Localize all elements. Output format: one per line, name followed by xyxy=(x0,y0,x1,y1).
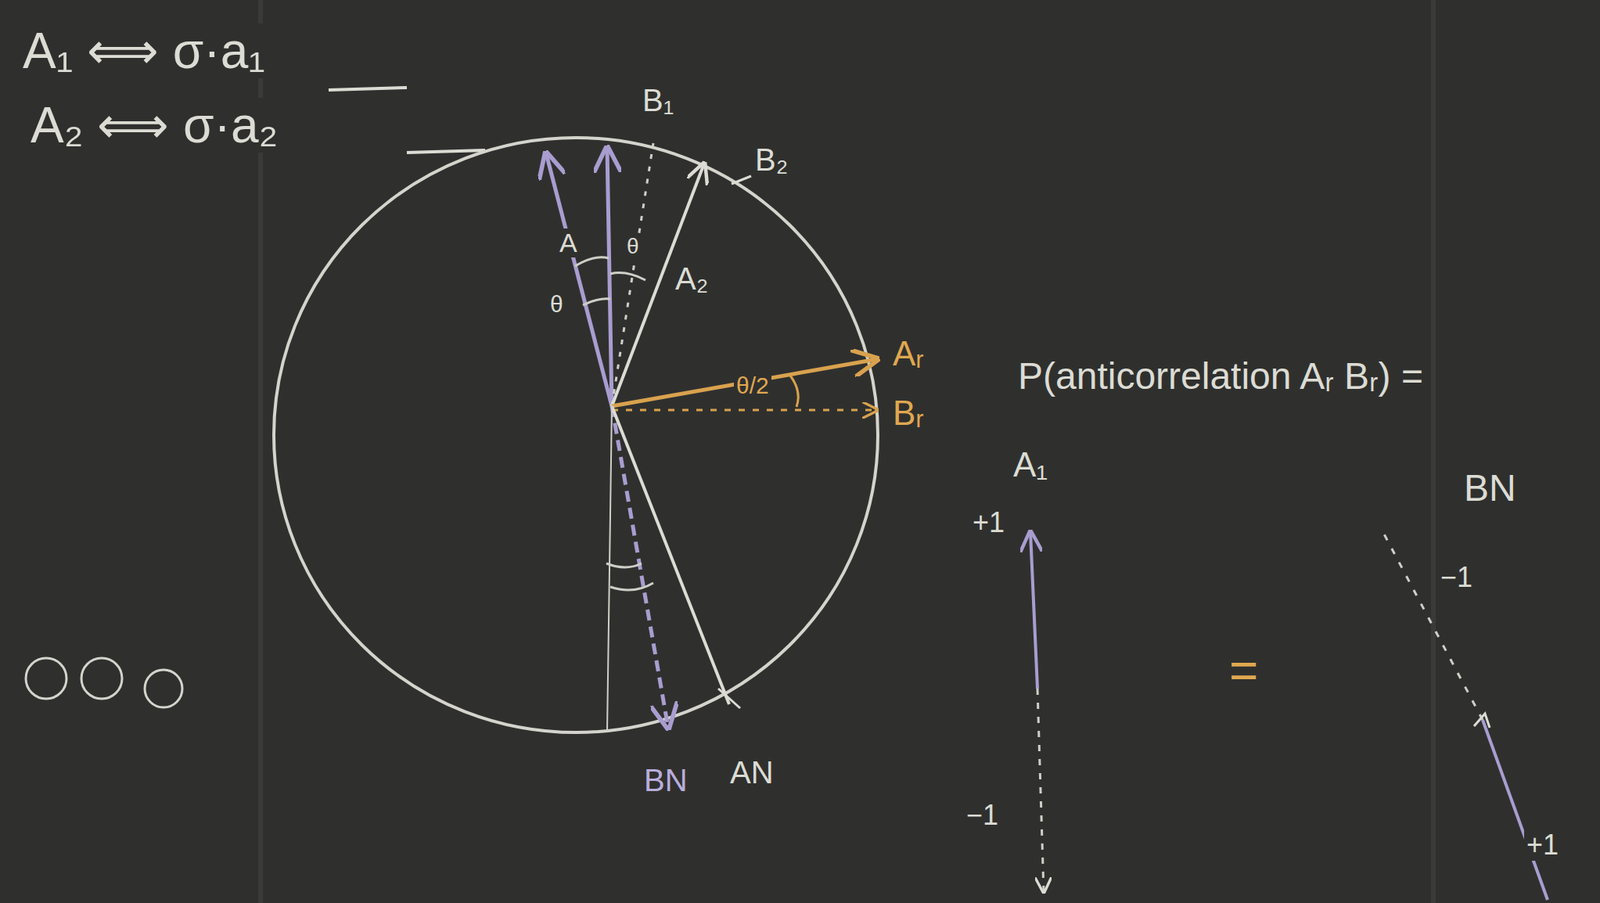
outcome-axis xyxy=(1380,528,1483,720)
axis-label: BN xyxy=(1461,467,1519,510)
angle-label: θ/2 xyxy=(733,372,772,399)
dashed-axis xyxy=(607,406,612,732)
angle-arc xyxy=(790,375,799,407)
angle-arc xyxy=(582,298,611,306)
tick-mark xyxy=(718,688,741,709)
arrow-head xyxy=(1474,713,1490,728)
vector-label: Bᵣ xyxy=(890,394,927,432)
probability-expression: P(anticorrelation Aᵣ Bᵣ) = xyxy=(1015,355,1426,398)
chalk-underline xyxy=(328,87,407,90)
vector-label: B₁ xyxy=(640,82,676,118)
spin-vector xyxy=(607,147,612,407)
outcome-value: +1 xyxy=(1524,829,1561,861)
spin-vector xyxy=(611,359,878,407)
chalk-underline xyxy=(406,150,486,153)
angle-arc xyxy=(610,273,646,281)
vector-label: A₂ xyxy=(672,261,711,296)
outcome-axis xyxy=(1482,719,1548,900)
vector-label: A xyxy=(557,228,580,258)
dashed-axis xyxy=(611,409,878,412)
operator-correspondence: A₂ ⟺ σ·a₂ xyxy=(28,97,281,153)
outcome-value: −1 xyxy=(1438,561,1475,594)
bloch-circle xyxy=(273,137,878,733)
tick-mark xyxy=(731,176,752,184)
angle-label: θ xyxy=(624,234,642,259)
operator-correspondence: A₁ ⟺ σ·a₁ xyxy=(20,23,268,79)
outcome-axis xyxy=(1030,532,1038,689)
board-seam xyxy=(1431,0,1436,903)
outcome-axis xyxy=(1037,688,1044,892)
vector-label: Aᵣ xyxy=(890,334,927,373)
outcome-value: −1 xyxy=(963,799,1001,831)
vector-label: B₂ xyxy=(752,142,791,177)
chalk-circle xyxy=(25,657,67,699)
chalk-circle xyxy=(81,657,123,699)
axis-label: A₁ xyxy=(1010,445,1050,484)
outcome-value: +1 xyxy=(970,506,1007,539)
equals-sign: = xyxy=(1226,643,1261,698)
chalk-circle xyxy=(144,669,183,708)
angle-arc xyxy=(610,582,654,590)
spin-vector xyxy=(546,153,612,407)
vector-label: AN xyxy=(727,755,777,790)
angle-label: θ xyxy=(547,291,566,317)
spin-vector xyxy=(611,406,730,705)
vector-label: BN xyxy=(641,762,691,798)
angle-arc xyxy=(575,257,609,267)
angle-arc xyxy=(606,563,642,568)
